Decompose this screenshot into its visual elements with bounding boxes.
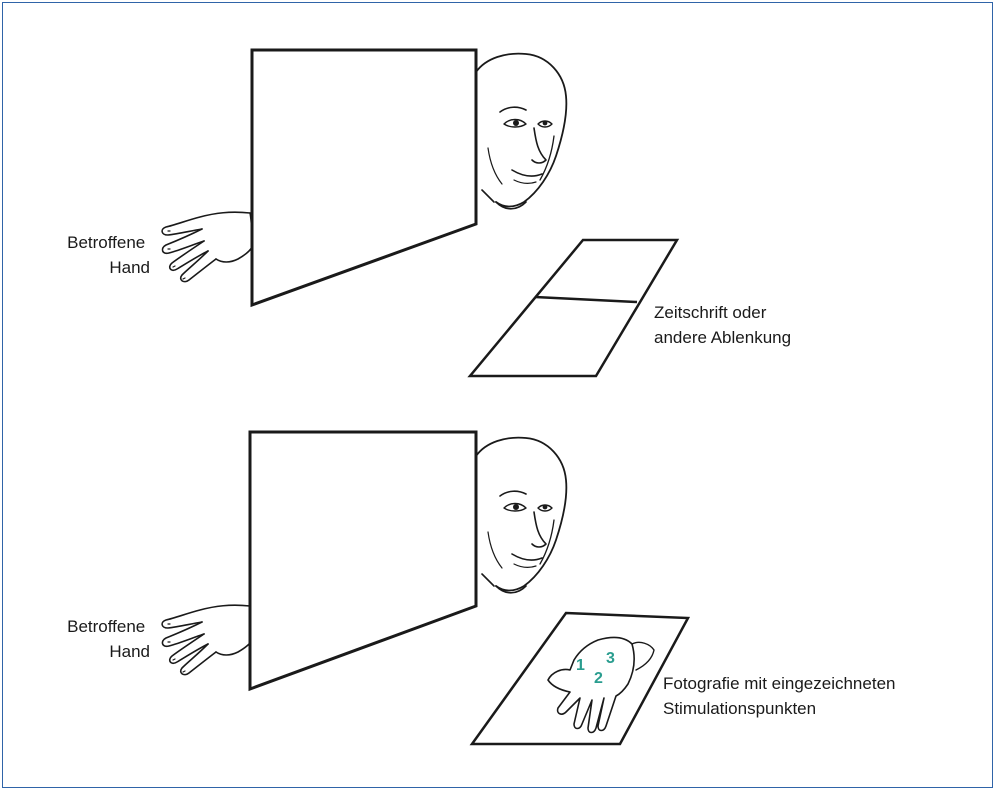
hand-icon: [162, 605, 252, 674]
head-icon: [476, 54, 566, 209]
screen-panel: [250, 432, 476, 689]
point-2: 2: [594, 670, 603, 687]
object-label: Zeitschrift oder andere Ablenkung: [654, 303, 791, 347]
panel-2: 1 2 3 Betroffene Hand Fotografie mit ein…: [67, 432, 900, 744]
hand-label: Betroffene Hand: [67, 617, 150, 661]
head-icon: [476, 438, 566, 593]
magazine: [470, 240, 677, 376]
panel-1: Betroffene Hand Zeitschrift oder andere …: [67, 50, 791, 376]
photograph: 1 2 3: [472, 613, 688, 744]
point-3: 3: [606, 650, 615, 667]
hand-label: Betroffene Hand: [67, 233, 150, 277]
hand-icon: [162, 212, 252, 281]
screen-panel: [252, 50, 476, 305]
object-label: Fotografie mit eingezeichneten Stimulati…: [663, 674, 900, 718]
point-1: 1: [576, 657, 585, 674]
